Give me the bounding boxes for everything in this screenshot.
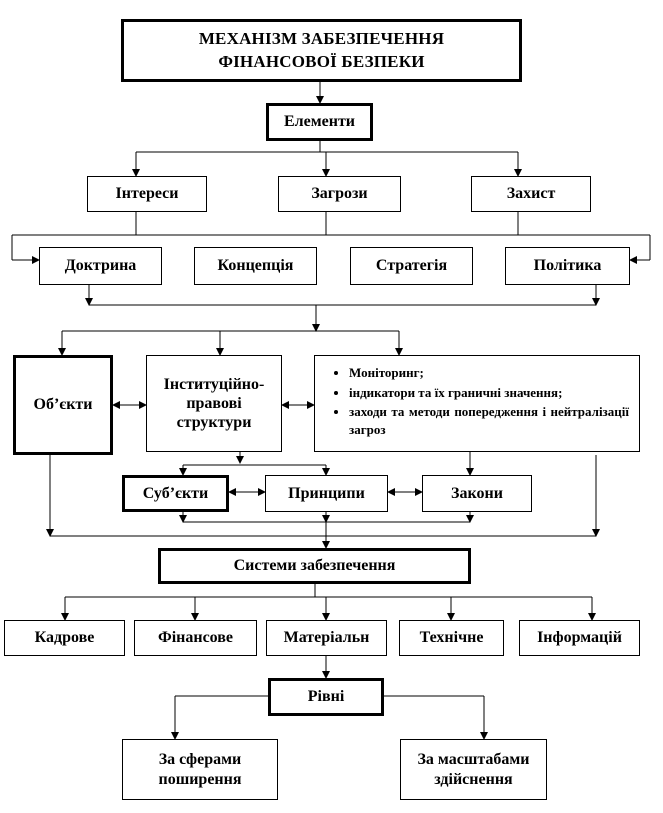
doctrine-box: Доктрина [39, 247, 162, 285]
measures-list: Моніторинг; індикатори та їх граничні зн… [327, 364, 629, 438]
interests-box: Інтереси [87, 176, 207, 212]
measures-box: Моніторинг; індикатори та їх граничні зн… [314, 355, 640, 452]
system-type-personnel: Кадрове [4, 620, 125, 656]
measures-item: індикатори та їх граничні значення; [349, 384, 629, 402]
policy-box: Політика [505, 247, 630, 285]
laws-box: Закони [422, 475, 532, 512]
diagram-title: МЕХАНІЗМ ЗАБЕЗПЕЧЕННЯ ФІНАНСОВОЇ БЕЗПЕКИ [121, 19, 522, 82]
strategy-box: Стратегія [350, 247, 473, 285]
system-type-technical: Технічне [399, 620, 504, 656]
systems-box: Системи забезпечення [158, 548, 471, 584]
concept-box: Концепція [194, 247, 317, 285]
level-type-spheres: За сферами поширення [122, 739, 278, 800]
level-type-scale: За масштабами здійснення [400, 739, 547, 800]
levels-box: Рівні [268, 678, 384, 716]
protection-box: Захист [471, 176, 591, 212]
institutional-structures-box: Інституційно- правові структури [146, 355, 282, 452]
threats-box: Загрози [278, 176, 401, 212]
system-type-information: Інформацій [519, 620, 640, 656]
principles-box: Принципи [265, 475, 388, 512]
elements-box: Елементи [266, 103, 373, 141]
subjects-box: Суб’єкти [122, 475, 229, 512]
system-type-financial: Фінансове [134, 620, 257, 656]
objects-box: Об’єкти [13, 355, 113, 455]
system-type-material: Матеріальн [266, 620, 387, 656]
measures-item: Моніторинг; [349, 364, 629, 382]
measures-item: заходи та методи попередження і нейтралі… [349, 403, 629, 438]
